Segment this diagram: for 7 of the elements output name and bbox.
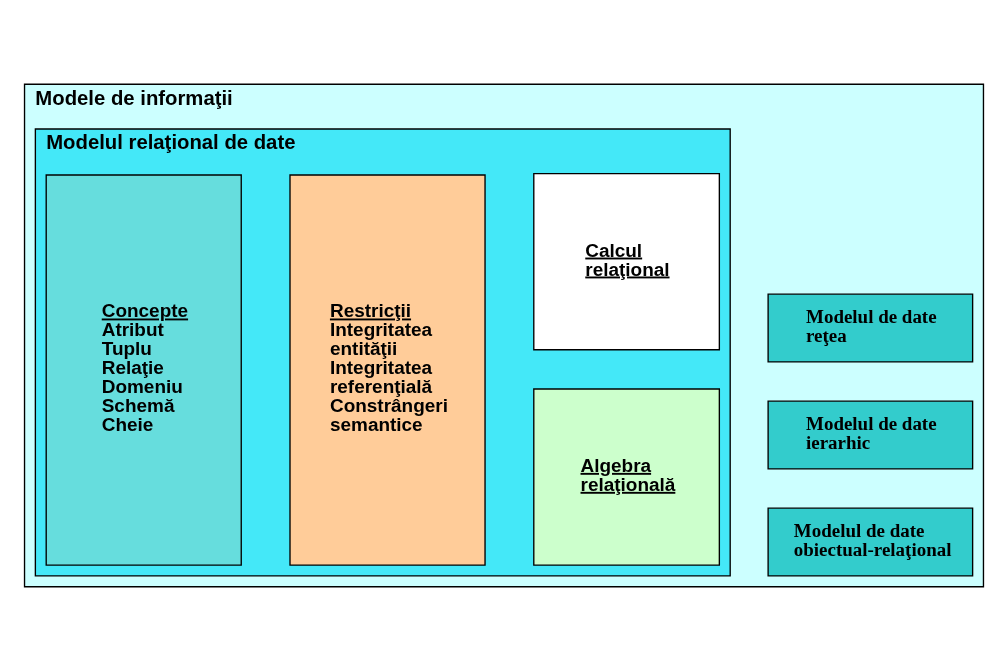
node-box: Restricţii Integritatea entităţii Integritatea referenţială Constrângeri semantice [289,174,486,566]
node-box: Modelul de date ierarhic [767,400,974,470]
node-box: Modelul de date obiectual-relaţional [767,507,974,577]
node-box: Algebra relaţională [533,388,721,566]
node-box: Calcul relaţional [533,172,721,351]
node-box: Concepte Atribut Tuplu Relaţie Domeniu Schemă Cheie [45,174,242,566]
node-box: Modelul de date reţea [767,293,974,363]
